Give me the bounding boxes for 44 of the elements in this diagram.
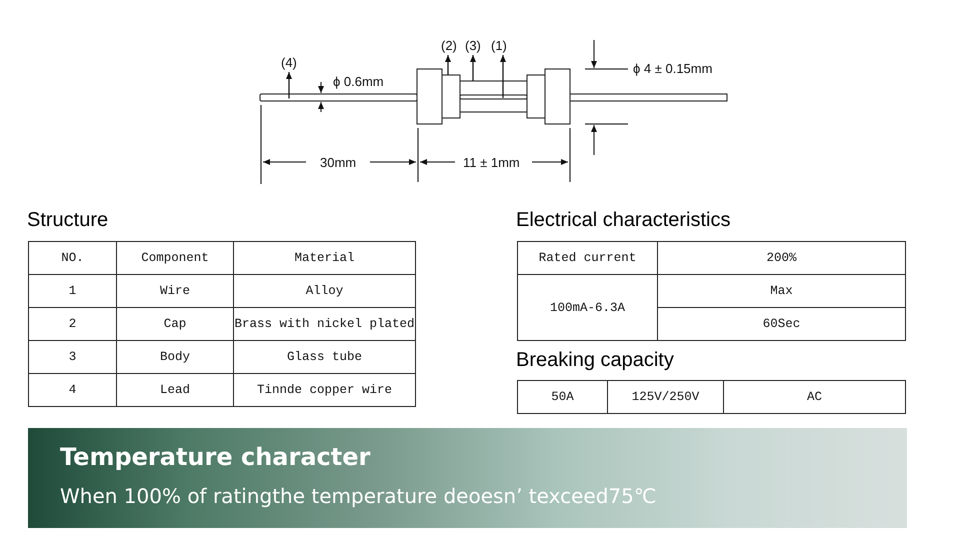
table-cell: Lead bbox=[116, 374, 234, 406]
table-cell: 60Sec bbox=[658, 308, 906, 340]
section-heading: Breaking capacity bbox=[516, 349, 674, 372]
table-cell: Alloy bbox=[234, 274, 416, 308]
table-cell: 200% bbox=[658, 242, 906, 274]
dimension-label: 30mm bbox=[320, 155, 356, 170]
table-cell: 125V/250V bbox=[608, 380, 724, 414]
table-cell: Glass tube bbox=[234, 340, 416, 374]
fuse-wire bbox=[460, 94, 528, 100]
table-cell: Wire bbox=[116, 274, 234, 308]
table-cell: Material bbox=[234, 242, 416, 274]
banner-heading: Temperature character bbox=[60, 443, 370, 471]
table-cell: AC bbox=[724, 380, 906, 414]
lead-wire bbox=[260, 94, 418, 102]
callout-number: (3) bbox=[465, 38, 481, 53]
table-cell: 4 bbox=[28, 374, 116, 406]
glass-tube bbox=[460, 80, 528, 112]
table-cell: Brass with nickel plated bbox=[234, 308, 416, 340]
banner-text: When 100% of ratingthe temperature deoesn’ texceed75℃ bbox=[60, 484, 656, 508]
table-cell: Component bbox=[116, 242, 234, 274]
end-cap bbox=[442, 74, 460, 118]
dimension-label: 11 ± 1mm bbox=[463, 155, 520, 170]
leader-line bbox=[445, 55, 451, 75]
table-cell: Tinnde copper wire bbox=[234, 374, 416, 406]
table-cell: Cap bbox=[116, 308, 234, 340]
table-cell: 3 bbox=[28, 340, 116, 374]
table-cell: 1 bbox=[28, 274, 116, 308]
dimension-label: ϕ 4 ± 0.15mm bbox=[633, 61, 712, 76]
leader-line bbox=[500, 55, 506, 98]
table-cell: 100mA-6.3A bbox=[518, 274, 658, 340]
table-cell: Rated current bbox=[518, 242, 658, 274]
table-cell: Body bbox=[116, 340, 234, 374]
section-heading: Electrical characteristics bbox=[516, 209, 731, 232]
table-cell: NO. bbox=[28, 242, 116, 274]
callout-number: (2) bbox=[441, 38, 457, 53]
table-cell: 50A bbox=[518, 380, 608, 414]
section-heading: Structure bbox=[27, 209, 108, 232]
leader-line bbox=[470, 55, 476, 81]
callout-number: (1) bbox=[491, 38, 507, 53]
callout-number: (4) bbox=[281, 55, 297, 70]
leader-line bbox=[286, 72, 292, 98]
table-cell: Max bbox=[658, 274, 906, 308]
dimension-label: ϕ 0.6mm bbox=[333, 74, 384, 89]
table-cell: 2 bbox=[28, 308, 116, 340]
